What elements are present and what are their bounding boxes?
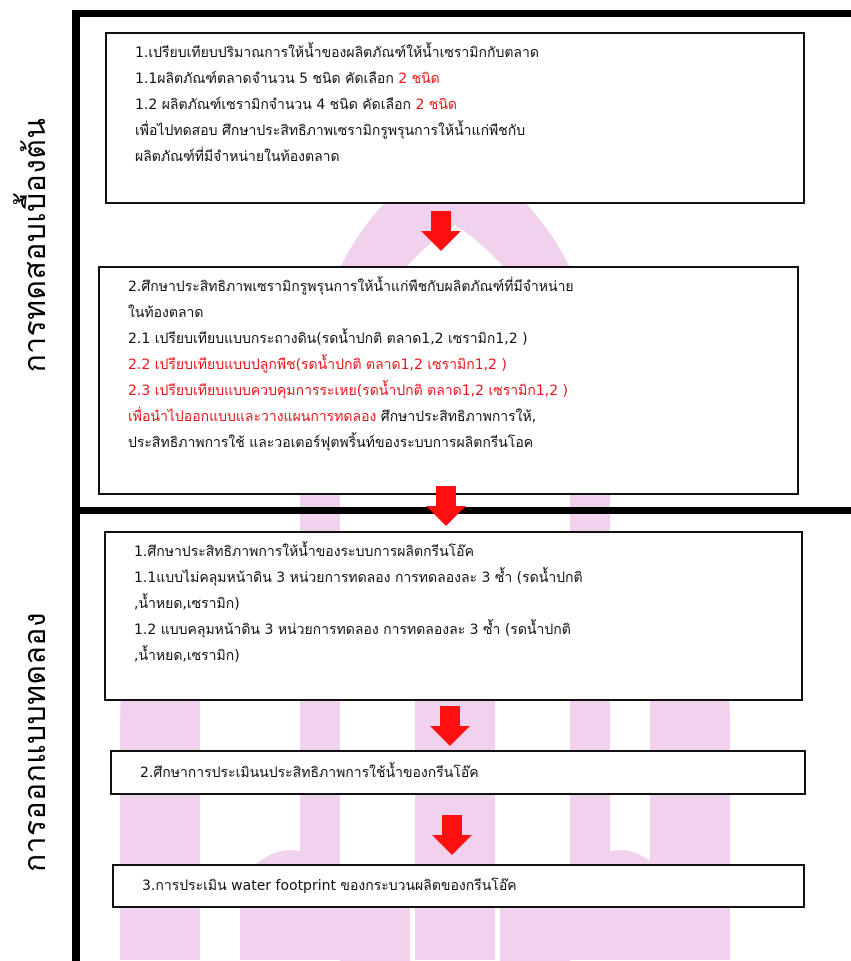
box-text: ศึกษาประสิทธิภาพการให้,	[376, 409, 537, 425]
step-box-water-use-efficiency: 2.ศึกษาการประเมินนประสิทธิภาพการใช้น้ำขอ…	[110, 750, 806, 795]
step-box-ceramic-efficiency: 2.ศึกษาประสิทธิภาพเซรามิกรูพรุนการให้น้ำ…	[98, 266, 799, 495]
step-box-ceramic-vs-market: 1.เปรียบเทียบปริมาณการให้น้ำของผลิตภัณฑ์…	[105, 32, 805, 204]
flow-arrow-down-icon	[432, 815, 472, 855]
box-text: 1.1ผลิตภัณฑ์ตลาดจำนวน 5 ชนิด คัดเลือก	[135, 71, 394, 87]
highlight-text: 2 ชนิด	[398, 71, 440, 87]
box-line: 1.2 แบบคลุมหน้าดิน 3 หน่วยการทดลอง การทด…	[134, 622, 571, 638]
flow-arrow-down-icon	[426, 486, 466, 526]
box-line: 2.ศึกษาประสิทธิภาพเซรามิกรูพรุนการให้น้ำ…	[128, 279, 574, 295]
box-line: 1.2 ผลิตภัณฑ์เซรามิกจำนวน 4 ชนิด คัดเลือ…	[135, 92, 793, 118]
box-line: ผลิตภัณฑ์ที่มีจำหน่ายในท้องตลาด	[135, 149, 340, 165]
flow-arrow-down-icon	[421, 211, 461, 251]
box-line: เพื่อนำไปออกแบบและวางแผนการทดลอง ศึกษาปร…	[128, 404, 787, 430]
box-line: 1.1ผลิตภัณฑ์ตลาดจำนวน 5 ชนิด คัดเลือก 2 …	[135, 66, 793, 92]
box-text: 1.2 ผลิตภัณฑ์เซรามิกจำนวน 4 ชนิด คัดเลือ…	[135, 97, 411, 113]
frame-top-border	[72, 10, 851, 17]
box-line: ในท้องตลาด	[128, 305, 204, 321]
box-line: 3.การประเมิน water footprint ของกระบวนผล…	[142, 878, 517, 894]
highlight-text: เพื่อนำไปออกแบบและวางแผนการทดลอง	[128, 409, 377, 425]
box-line: 1.เปรียบเทียบปริมาณการให้น้ำของผลิตภัณฑ์…	[135, 45, 539, 61]
box-line: 1.ศึกษาประสิทธิภาพการให้น้ำของระบบการผลิ…	[134, 544, 474, 560]
box-line: เพื่อไปทดสอบ ศึกษาประสิทธิภาพเซรามิกรูพร…	[135, 123, 526, 139]
box-line: ,น้ำหยด,เซรามิก)	[134, 648, 240, 664]
box-line: ,น้ำหยด,เซรามิก)	[134, 596, 240, 612]
box-line: 2.ศึกษาการประเมินนประสิทธิภาพการใช้น้ำขอ…	[140, 765, 479, 781]
box-line-highlight: 2.3 เปรียบเทียบแบบควบคุมการระเหย(รดน้ำปก…	[128, 383, 569, 399]
box-line: 1.1แบบไม่คลุมหน้าดิน 3 หน่วยการทดลอง การ…	[134, 570, 583, 586]
highlight-text: 2 ชนิด	[415, 97, 457, 113]
box-line: 2.1 เปรียบเทียบแบบกระถางดิน(รดน้ำปกติ ตล…	[128, 331, 528, 347]
box-line-highlight: 2.2 เปรียบเทียบแบบปลูกพืช(รดน้ำปกติ ตลาด…	[128, 357, 507, 373]
step-box-greenoak-watering: 1.ศึกษาประสิทธิภาพการให้น้ำของระบบการผลิ…	[104, 531, 803, 701]
step-box-water-footprint: 3.การประเมิน water footprint ของกระบวนผล…	[112, 864, 805, 908]
frame-left-border	[72, 10, 80, 961]
box-line: ประสิทธิภาพการใช้ และวอเตอร์ฟุตพริ้นท์ขอ…	[128, 435, 534, 451]
flow-arrow-down-icon	[430, 706, 470, 746]
